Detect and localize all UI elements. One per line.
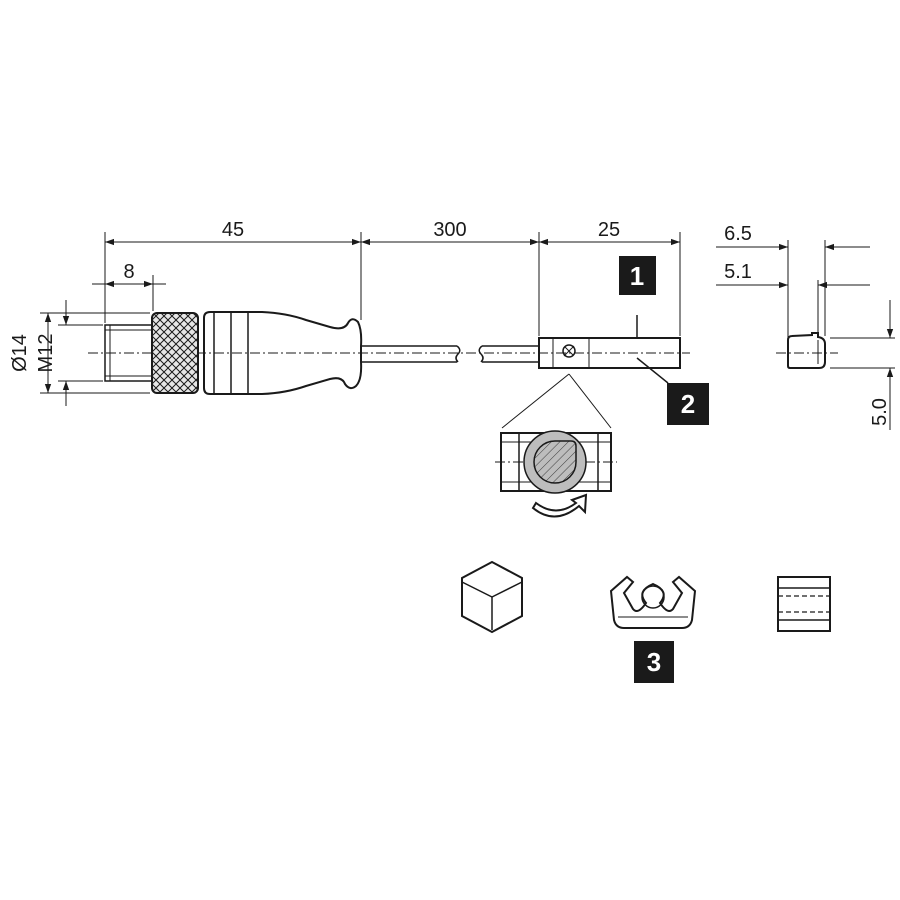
accessories-row bbox=[461, 560, 831, 634]
cable-segment-right bbox=[478, 345, 539, 363]
dim-diameter-label: Ø14 bbox=[9, 334, 31, 372]
svg-text:1: 1 bbox=[630, 261, 644, 291]
end-view-profile bbox=[787, 332, 826, 369]
sensor-assembly bbox=[88, 311, 690, 395]
dim-300-label: 300 bbox=[433, 219, 466, 241]
svg-text:3: 3 bbox=[647, 647, 661, 677]
screw-detail-view bbox=[495, 373, 617, 518]
dim-5-1-label: 5.1 bbox=[724, 261, 752, 283]
sleeve-icon bbox=[777, 576, 831, 632]
dim-5-0-label: 5.0 bbox=[869, 398, 891, 426]
dim-25-label: 25 bbox=[598, 219, 620, 241]
knurled-nut bbox=[151, 312, 199, 394]
dim-thread-label: M12 bbox=[35, 334, 57, 373]
cable-segment-left bbox=[361, 345, 461, 363]
hex-block-icon bbox=[461, 560, 523, 634]
dim-8-label: 8 bbox=[123, 261, 134, 283]
sensor-end-view: 6.5 5.1 5.0 bbox=[716, 223, 895, 430]
callout-badge-2: 2 bbox=[667, 383, 709, 425]
top-dimensions: 45 300 25 8 bbox=[92, 219, 681, 336]
dim-45-label: 45 bbox=[222, 219, 244, 241]
screw-head-inner bbox=[533, 440, 577, 484]
sensor-body bbox=[538, 315, 681, 369]
callout-badge-3: 3 bbox=[634, 641, 674, 683]
svg-text:2: 2 bbox=[681, 389, 695, 419]
callout-badge-1: 1 bbox=[619, 256, 656, 295]
mounting-clip-icon bbox=[609, 575, 697, 629]
left-dimensions: Ø14 M12 bbox=[9, 300, 150, 406]
callout-2-leader bbox=[636, 357, 669, 384]
dim-6-5-label: 6.5 bbox=[724, 223, 752, 245]
rotate-arrow-icon bbox=[531, 493, 588, 518]
